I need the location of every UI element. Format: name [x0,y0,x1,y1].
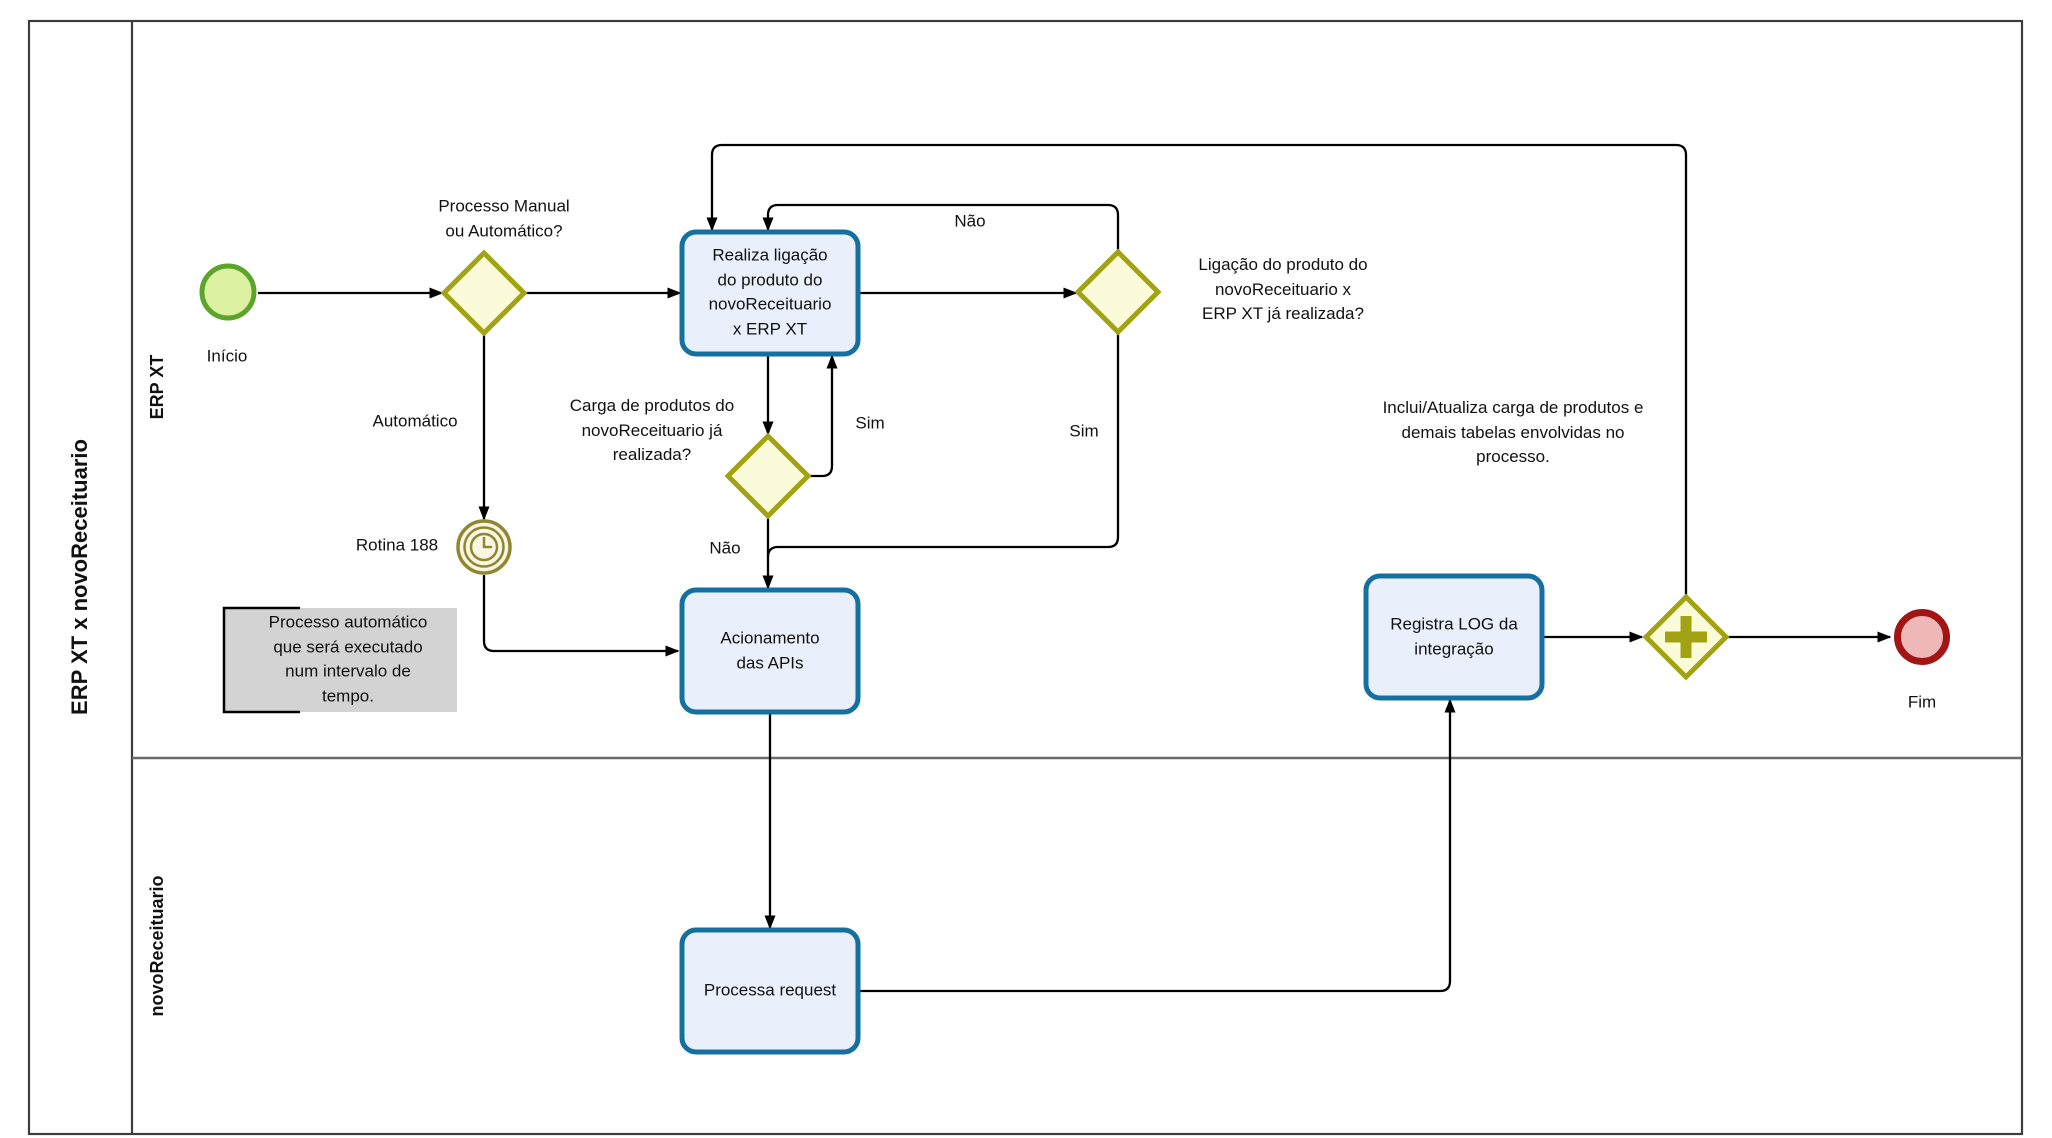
gateway-ligacao-realizada [1074,248,1162,336]
flow-timer-to-task-apis [482,575,680,657]
start-event-label: Início [206,346,248,366]
pool-border [27,19,2024,1136]
task-registra-log-label: Registra LOG da integração [1390,614,1518,658]
task-registra-log [1363,573,1545,701]
annotation-bracket [222,606,300,714]
end-event [1894,609,1950,665]
pool-title: ERP XT x novoReceituario [67,439,93,715]
sequence-flows [258,143,1892,993]
annotation-box [223,608,457,712]
flow-label-carga-sim: Sim [855,413,885,433]
clock-icon [469,532,499,562]
task-realiza-ligacao [679,229,861,357]
text-annotation [222,606,457,714]
flow-label-ligacao-sim: Sim [1069,421,1099,441]
note-inclui-atualiza: Inclui/Atualiza carga de produtos e dema… [1382,398,1644,467]
gateway-manual-automatico-label: Processo Manual ou Automático? [438,196,570,240]
annotation-text: Processo automático que será executado n… [268,612,428,706]
flow-label-carga-nao: Não [709,538,741,558]
lane-title-erp-xt: ERP XT [146,354,167,420]
flow-ligacao-sim-to-task-apis [766,332,1120,558]
flow-carga-sim-to-task-ligacao [808,354,838,478]
gateway-carga-realizada-label: Carga de produtos do novoReceituario já … [569,396,735,465]
timer-inner-ring [463,526,505,568]
timer-event [456,519,512,575]
gateway-carga-realizada [724,432,812,520]
end-event-label: Fim [1907,692,1937,712]
task-realiza-ligacao-label: Realiza ligação do produto do novoReceit… [708,245,832,339]
flow-label-automatico: Automático [372,411,458,431]
timer-event-label: Rotina 188 [355,535,439,555]
parallel-gateway [1642,593,1730,681]
gateway-ligacao-realizada-label: Ligação do produto do novoReceituario x … [1198,255,1368,324]
lane-title-novoreceituario: novoReceituario [146,875,167,1017]
task-acionamento-apis [679,587,861,715]
task-processa-request-label: Processa request [703,980,837,1000]
plus-icon [1665,616,1707,658]
flow-label-ligacao-nao: Não [954,211,986,231]
flow-parallel-loop-to-task-ligacao [706,143,1688,597]
task-processa-request [679,927,861,1055]
start-event [199,263,257,321]
flow-nao-loop-to-task-ligacao [762,203,1120,252]
flow-processa-request-to-registra-log [858,698,1456,993]
gateway-manual-automatico [440,249,528,337]
task-acionamento-apis-label: Acionamento das APIs [720,628,820,672]
